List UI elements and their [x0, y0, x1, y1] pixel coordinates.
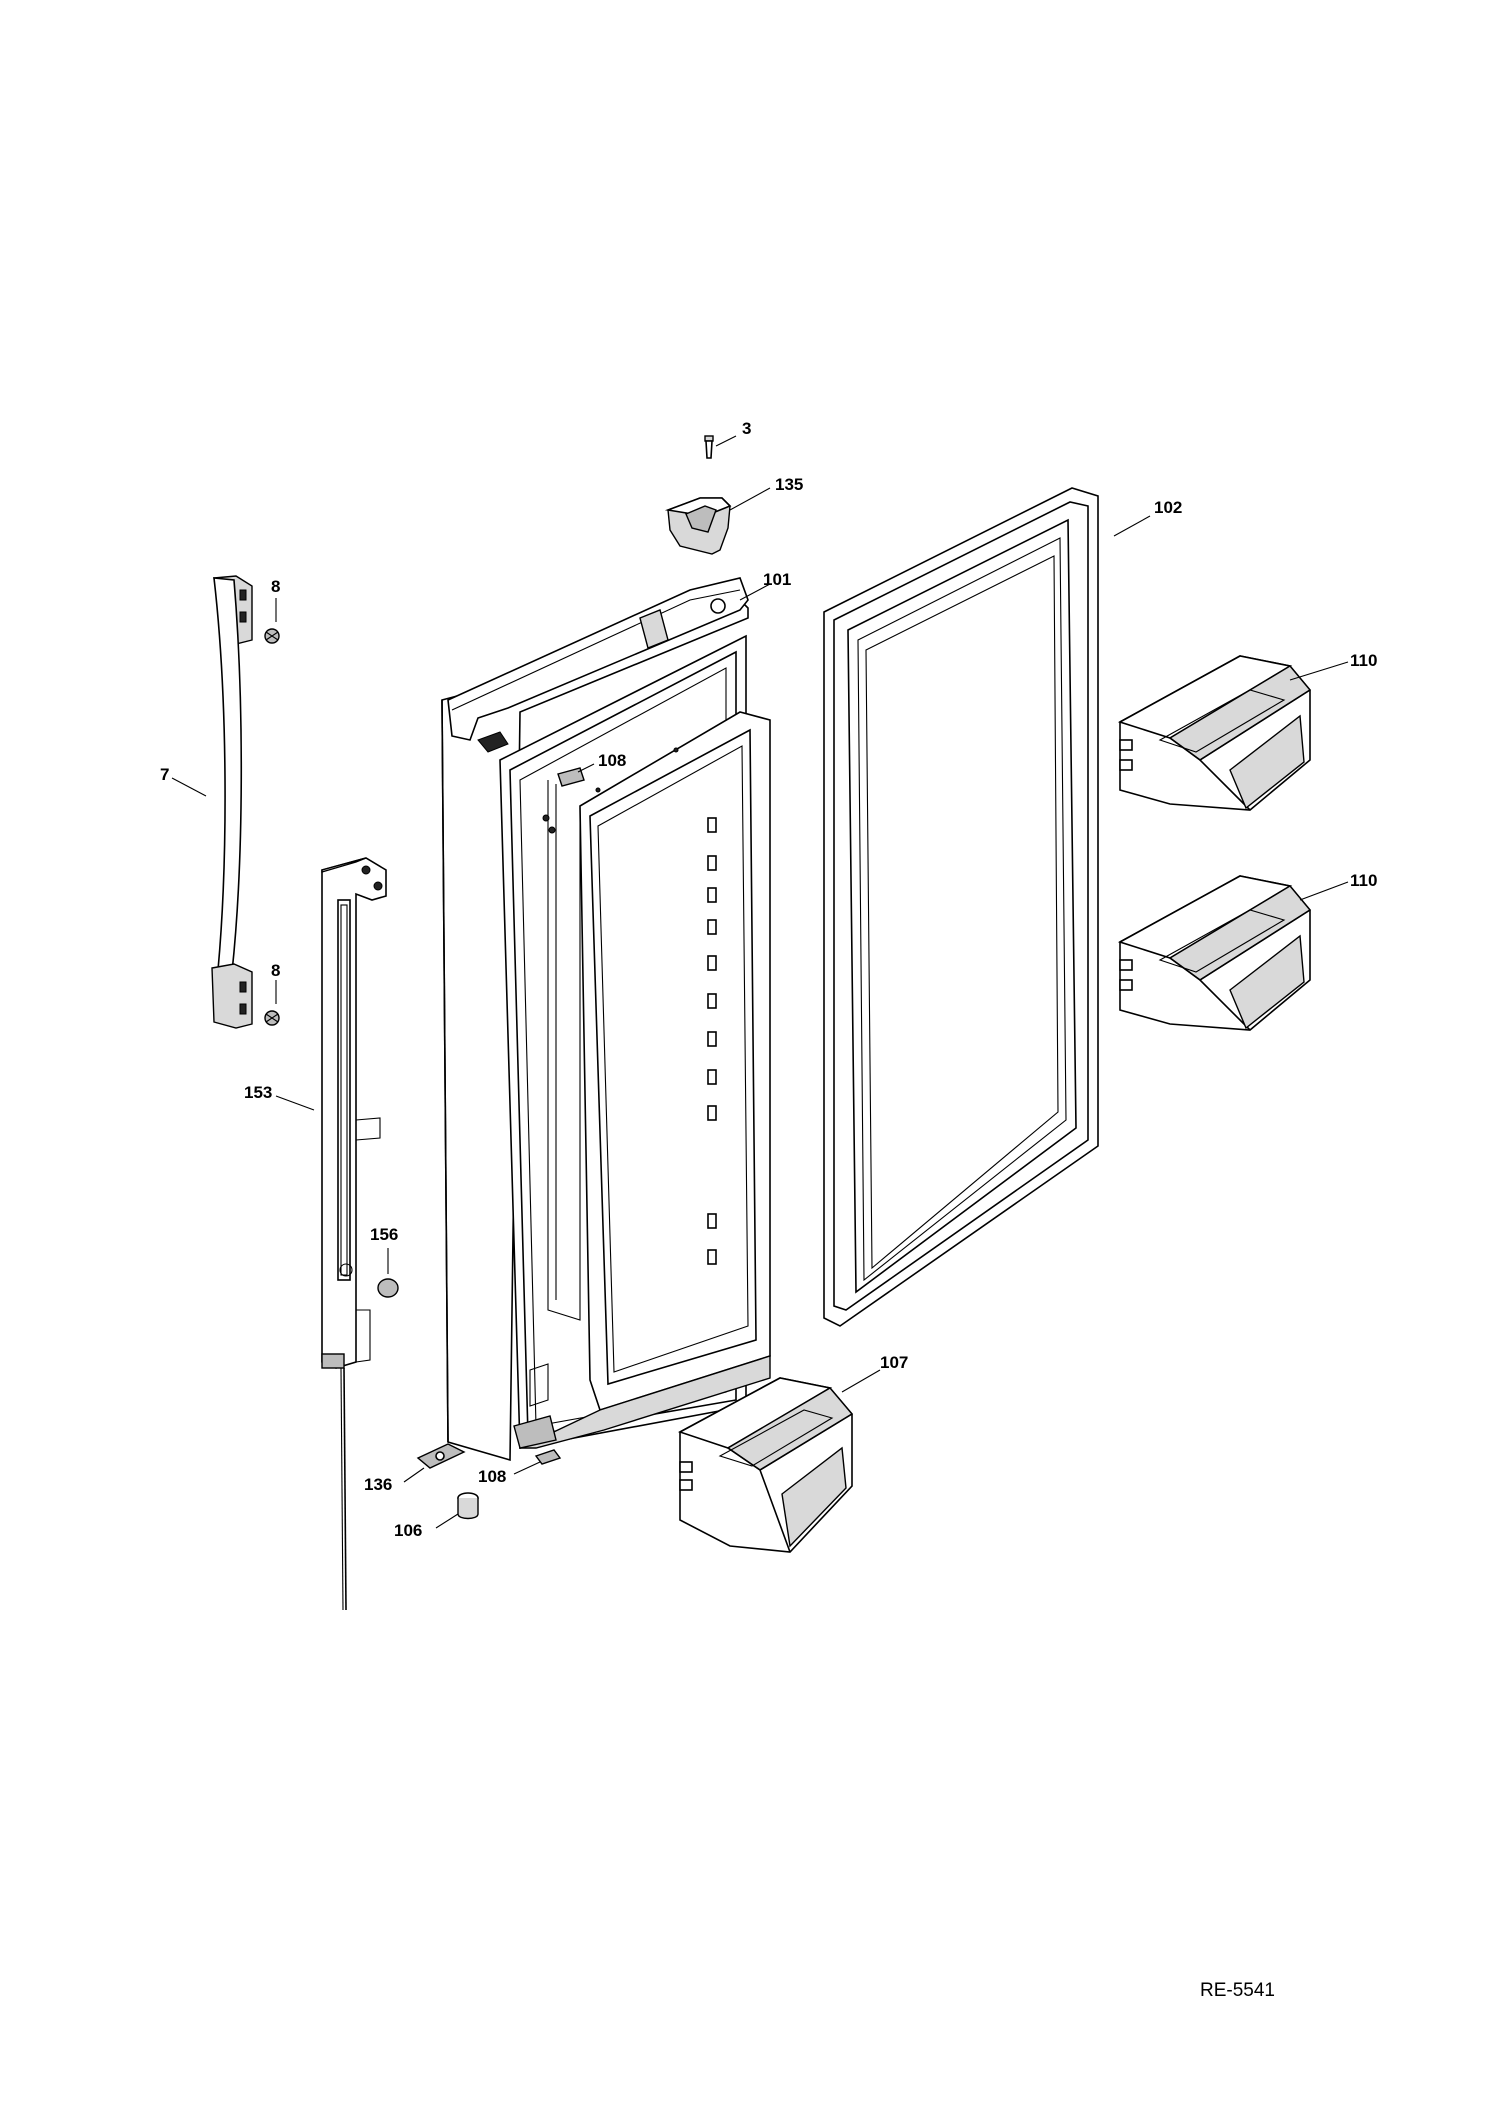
part-110-bin-upper: [1117, 655, 1312, 811]
part-156-plug: [377, 1278, 399, 1298]
label-part-108-upper: 108: [598, 751, 626, 770]
label-part-110-lower: 110: [1350, 871, 1377, 890]
part-108-stop-lower: [534, 1449, 562, 1465]
part-8-screw-lower: [264, 1010, 280, 1026]
label-part-106: 106: [394, 1521, 422, 1540]
label-part-101: 101: [763, 570, 791, 589]
label-part-3: 3: [742, 419, 751, 438]
label-part-102: 102: [1154, 498, 1182, 517]
label-part-107: 107: [880, 1353, 908, 1372]
label-part-108-lower: 108: [478, 1467, 506, 1486]
label-part-136: 136: [364, 1475, 392, 1494]
part-106-bushing: [457, 1492, 479, 1520]
shelf-rail-slots: [707, 817, 717, 1265]
part-110-bin-lower: [1117, 875, 1312, 1031]
label-part-8-upper: 8: [271, 577, 280, 596]
part-102-door-gasket: [823, 487, 1099, 1327]
label-part-8-lower: 8: [271, 961, 280, 980]
part-7-handle: [211, 575, 253, 1029]
label-part-156: 156: [370, 1225, 398, 1244]
part-107-bin: [677, 1377, 854, 1553]
label-part-153: 153: [244, 1083, 272, 1102]
part-108-stop-upper: [557, 767, 585, 787]
part-153-hinge-rail: [321, 857, 387, 1611]
part-135-hinge-cover: [664, 497, 732, 555]
part-8-screw-upper: [264, 628, 280, 644]
document-id: RE-5541: [1200, 1980, 1275, 2001]
leader-lines: [171, 435, 1349, 1529]
label-part-7: 7: [160, 765, 169, 784]
part-3-pin: [704, 435, 714, 459]
label-part-110-upper: 110: [1350, 651, 1377, 670]
label-part-135: 135: [775, 475, 803, 494]
part-101-door: [441, 577, 771, 1462]
part-136-hinge-plate: [416, 1443, 466, 1469]
